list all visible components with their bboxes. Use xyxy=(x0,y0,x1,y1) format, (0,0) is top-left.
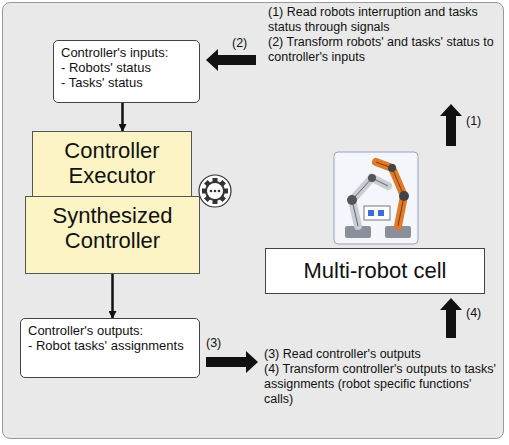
node-text: - Tasks' status xyxy=(61,75,192,90)
block-arrow xyxy=(440,298,462,338)
robot-illustration xyxy=(334,152,418,244)
block-arrow xyxy=(206,351,258,373)
callout-number: (4) xyxy=(466,306,496,321)
step-text: (1) Read robots interruption and tasks s… xyxy=(268,5,504,35)
input-box: Controller's inputs:- Robots' status- Ta… xyxy=(53,40,200,103)
block-arrow xyxy=(440,104,462,146)
step-text: (4) Transform controller's outputs to ta… xyxy=(264,362,502,407)
output-box: Controller's outputs:- Robot tasks' assi… xyxy=(20,318,200,378)
robot-cell-box: Multi-robot cell xyxy=(265,248,485,294)
callout-number: (2) xyxy=(232,36,262,51)
step-text: (2) Transform robots' and tasks' status … xyxy=(268,35,504,65)
node-heading: Multi-robot cell xyxy=(270,258,480,284)
callout-number: (3) xyxy=(206,336,236,351)
step-text: (3) Read controller's outputs xyxy=(264,347,502,362)
node-heading: Synthesized Controller xyxy=(30,203,195,253)
node-text: - Robot tasks' assignments xyxy=(28,338,192,353)
node-heading: Controller Executor xyxy=(37,138,187,188)
node-text: - Robots' status xyxy=(61,60,192,75)
block-arrow xyxy=(206,49,256,71)
node-heading: Controller's outputs: xyxy=(28,323,192,338)
node-heading: Controller's inputs: xyxy=(61,45,192,60)
flow-arrow xyxy=(111,274,114,318)
executor-box: Controller Executor xyxy=(32,131,192,199)
controller-box: Synthesized Controller xyxy=(25,196,200,274)
flow-arrow xyxy=(121,103,124,131)
callout-number: (1) xyxy=(466,114,496,129)
